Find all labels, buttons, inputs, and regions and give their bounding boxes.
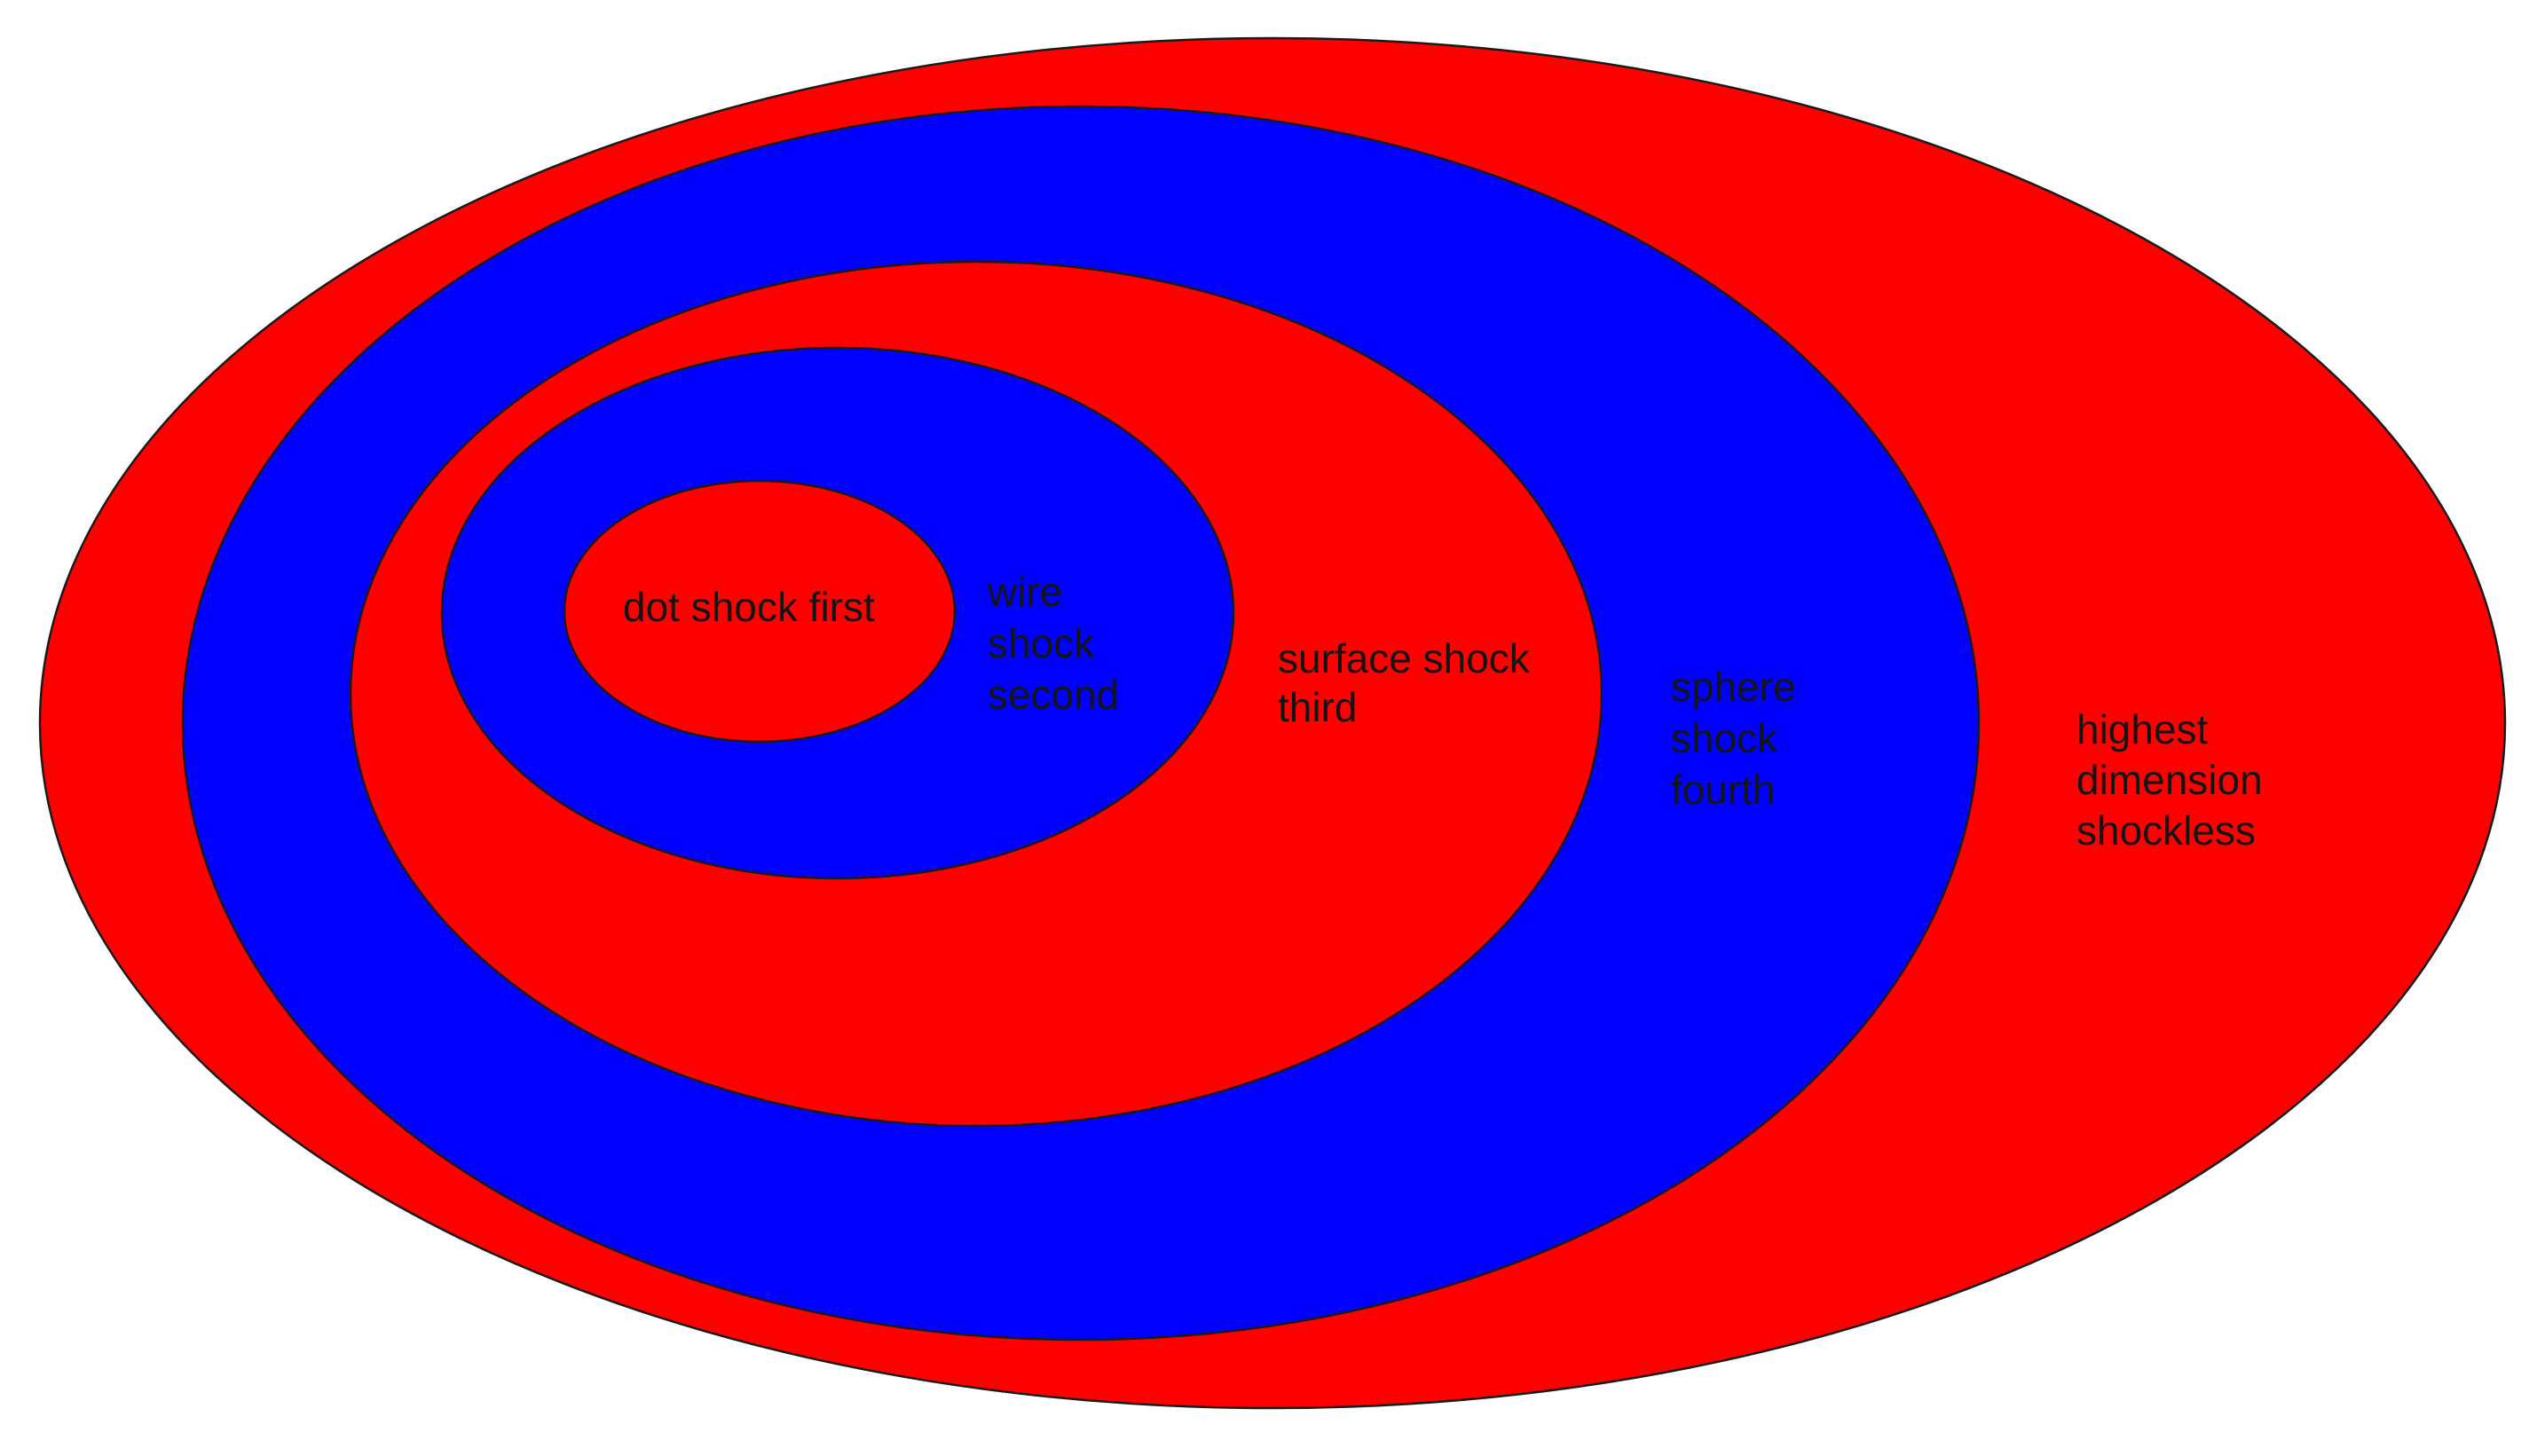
label-surface-shock: surface shock third <box>1278 635 1541 730</box>
label-line: dimension <box>2076 757 2263 803</box>
label-line: shock <box>1671 715 1778 761</box>
region-dot-shock-ellipse <box>563 479 957 744</box>
label-sphere-shock: sphere shock fourth <box>1671 664 1807 813</box>
label-line: surface shock <box>1278 635 1531 681</box>
label-dot-shock: dot shock first <box>623 584 875 630</box>
label-line: fourth <box>1671 767 1776 813</box>
label-highest-dimension: highest dimension shockless <box>2076 706 2273 854</box>
label-line: second <box>988 672 1119 718</box>
label-line: highest <box>2076 706 2209 752</box>
label-line: shock <box>988 620 1095 666</box>
label-line: third <box>1278 684 1357 730</box>
label-line: dot shock first <box>623 584 875 630</box>
label-wire-shock: wire shock second <box>987 569 1119 718</box>
label-line: shockless <box>2076 807 2256 854</box>
label-line: sphere <box>1671 664 1796 710</box>
label-line: wire <box>987 569 1062 615</box>
